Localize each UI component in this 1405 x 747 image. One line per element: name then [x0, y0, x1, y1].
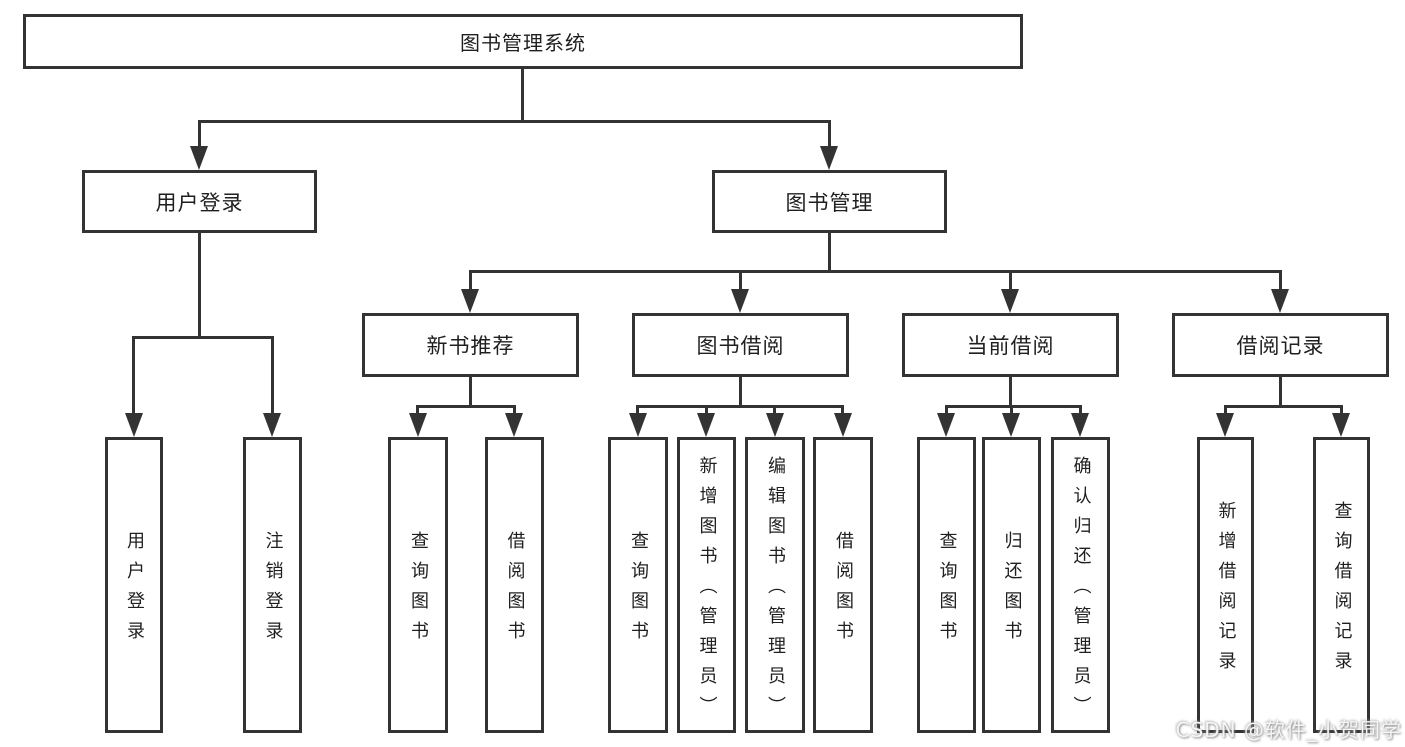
connector-current-borrow-hbar	[945, 405, 1082, 408]
leaf-user-login: 用户登录	[105, 437, 163, 733]
connector-root-hbar	[198, 120, 831, 123]
arrowhead-leaf	[505, 413, 523, 437]
connector-leaf-stem	[636, 405, 639, 416]
leaf-confirm-return-admin-label: 确认归还（管理员）	[1070, 456, 1092, 726]
connector-leaf-stem	[271, 336, 274, 415]
leaf-query-borrow-record: 查询借阅记录	[1313, 437, 1370, 733]
arrowhead-leaf	[1071, 413, 1089, 437]
connector-leaf-stem	[773, 405, 776, 416]
arrowhead-leaf	[409, 413, 427, 437]
leaf-add-borrow-record-label: 新增借阅记录	[1215, 501, 1237, 681]
arrowhead-leaf	[629, 413, 647, 437]
connector-level3-stem	[1279, 270, 1282, 292]
leaf-user-login-label: 用户登录	[124, 531, 145, 651]
arrowhead-current-borrow	[1001, 289, 1019, 313]
arrowhead-book-mgmt	[820, 146, 838, 170]
node-book-management: 图书管理	[712, 170, 947, 233]
connector-leaf-stem	[132, 336, 135, 415]
connector-book-borrow-hbar	[636, 405, 844, 408]
connector-leaf-stem	[945, 405, 948, 416]
leaf-edit-book-admin: 编辑图书（管理员）	[745, 437, 805, 733]
arrowhead-leaf	[263, 413, 281, 437]
connector-new-book-hbar	[416, 405, 516, 408]
leaf-query-borrow-record-label: 查询借阅记录	[1331, 501, 1353, 681]
connector-leaf-stem	[1224, 405, 1227, 416]
connector-level3-stem	[469, 270, 472, 292]
connector-user-login-stem	[198, 120, 201, 150]
arrowhead-leaf	[1002, 413, 1020, 437]
node-library-system: 图书管理系统	[23, 14, 1023, 69]
arrowhead-leaf	[1216, 413, 1234, 437]
connector-new-book-down	[469, 377, 472, 408]
node-current-borrow: 当前借阅	[902, 313, 1119, 377]
connector-level3-hbar	[469, 270, 1281, 273]
arrowhead-book-borrow	[731, 289, 749, 313]
arrowhead-leaf	[766, 413, 784, 437]
connector-leaf-stem	[416, 405, 419, 416]
node-borrow-records: 借阅记录	[1172, 313, 1389, 377]
node-book-borrow: 图书借阅	[632, 313, 849, 377]
arrowhead-leaf	[937, 413, 955, 437]
connector-borrow-records-down	[1279, 377, 1282, 408]
leaf-add-book-admin: 新增图书（管理员）	[677, 437, 736, 733]
leaf-add-borrow-record: 新增借阅记录	[1197, 437, 1254, 733]
arrowhead-leaf	[834, 413, 852, 437]
leaf-query-books-borrow-label: 查询图书	[628, 531, 649, 651]
leaf-query-books-current-label: 查询图书	[936, 531, 958, 651]
leaf-logout-label: 注销登录	[262, 531, 284, 651]
leaf-borrow-books-new-label: 借阅图书	[504, 531, 526, 651]
leaf-borrow-books-new: 借阅图书	[485, 437, 544, 733]
leaf-query-books-new: 查询图书	[388, 437, 448, 733]
arrowhead-new-book	[461, 289, 479, 313]
connector-root-stem	[521, 69, 524, 122]
connector-leaf-stem	[1340, 405, 1343, 416]
connector-level3-stem	[1009, 270, 1012, 292]
arrowhead-leaf	[125, 413, 143, 437]
connector-current-borrow-down	[1009, 377, 1012, 408]
node-new-book-recommend: 新书推荐	[362, 313, 579, 377]
leaf-edit-book-admin-label: 编辑图书（管理员）	[765, 456, 786, 726]
leaf-add-book-admin-label: 新增图书（管理员）	[696, 456, 718, 726]
leaf-return-books-label: 归还图书	[1001, 531, 1023, 651]
leaf-query-books-new-label: 查询图书	[408, 531, 429, 651]
leaf-borrow-books: 借阅图书	[813, 437, 873, 733]
arrowhead-user-login	[190, 146, 208, 170]
node-user-login: 用户登录	[82, 170, 317, 233]
leaf-confirm-return-admin: 确认归还（管理员）	[1051, 437, 1110, 733]
connector-level3-stem	[739, 270, 742, 292]
connector-leaf-stem	[513, 405, 516, 416]
leaf-query-books-current: 查询图书	[917, 437, 976, 733]
connector-book-borrow-down	[739, 377, 742, 408]
connector-leaf-stem	[1079, 405, 1082, 416]
arrowhead-borrow-records	[1271, 289, 1289, 313]
arrowhead-leaf	[1332, 413, 1350, 437]
connector-leaf-stem	[841, 405, 844, 416]
arrowhead-leaf	[697, 413, 715, 437]
leaf-logout: 注销登录	[243, 437, 302, 733]
connector-borrow-records-hbar	[1224, 405, 1343, 408]
connector-user-login-down	[198, 233, 201, 338]
csdn-watermark: CSDN @软件_小贺同学	[1175, 718, 1402, 742]
leaf-return-books: 归还图书	[982, 437, 1041, 733]
connector-user-login-hbar	[132, 336, 274, 339]
connector-leaf-stem	[1010, 405, 1013, 416]
leaf-borrow-books-label: 借阅图书	[833, 531, 854, 651]
connector-book-mgmt-down	[828, 233, 831, 272]
leaf-query-books-borrow: 查询图书	[608, 437, 668, 733]
connector-book-mgmt-stem	[828, 120, 831, 150]
connector-leaf-stem	[705, 405, 708, 416]
